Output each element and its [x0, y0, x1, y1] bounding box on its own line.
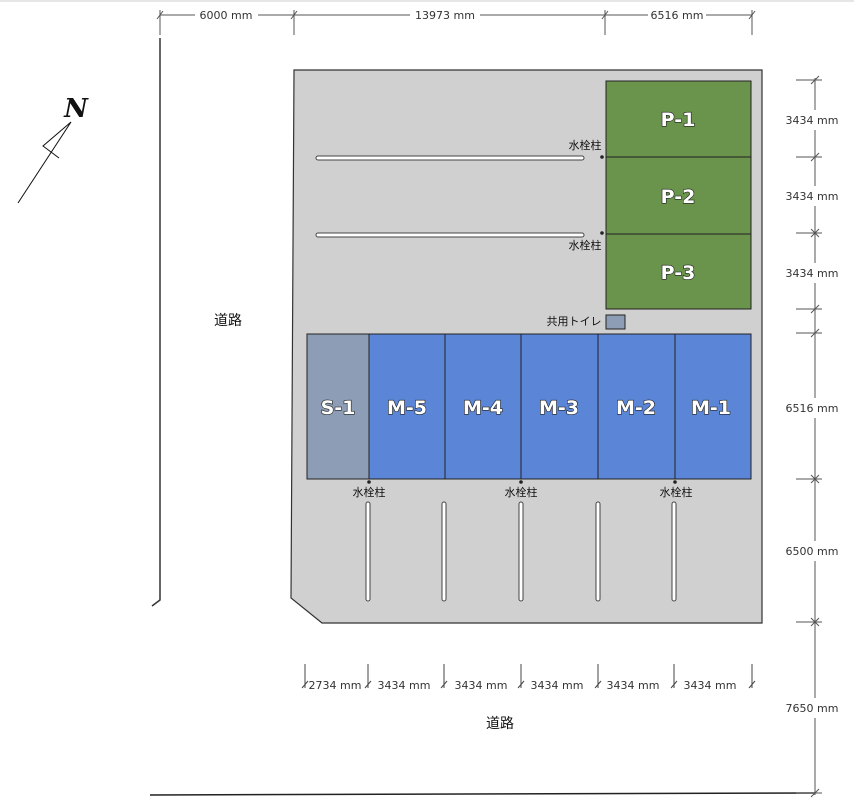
faucet-dot: [367, 480, 371, 484]
bottom-dim-4: 3434 mm: [531, 679, 584, 692]
faucet-label: 水栓柱: [505, 485, 538, 499]
unit-m1[interactable]: [674, 333, 752, 480]
road-boundary-left: [151, 38, 161, 607]
parking-p1[interactable]: [605, 80, 752, 158]
unit-m5[interactable]: [368, 333, 446, 480]
road-label-south: 道路: [486, 716, 514, 732]
right-dim-5: 6500 mm: [786, 545, 839, 558]
parking-p1-label: P-1: [661, 109, 696, 131]
parking-p3[interactable]: [605, 233, 752, 310]
pipes-vertical: [365, 501, 677, 602]
unit-m4-label: M-4: [463, 397, 503, 419]
unit-m3[interactable]: [520, 333, 599, 480]
faucet-label: 水栓柱: [569, 138, 602, 152]
faucet-label: 水栓柱: [353, 485, 386, 499]
unit-row: [306, 333, 752, 480]
right-dim-6: 7650 mm: [786, 702, 839, 715]
bottom-dim-5: 3434 mm: [607, 679, 660, 692]
pipe-horizontal: [315, 155, 585, 161]
unit-m5-label: M-5: [387, 397, 427, 419]
faucet-dot: [673, 480, 677, 484]
parking-p2[interactable]: [605, 156, 752, 235]
unit-m3-label: M-3: [539, 397, 579, 419]
parking-p3-label: P-3: [661, 262, 696, 284]
parking-p2-label: P-2: [661, 186, 696, 208]
right-dim-4: 6516 mm: [786, 402, 839, 415]
top-dim-1: 6000 mm: [200, 9, 253, 22]
bottom-dim-3: 3434 mm: [455, 679, 508, 692]
unit-m1-label: M-1: [691, 397, 731, 419]
bottom-dim-1: 2734 mm: [309, 679, 362, 692]
bottom-dim-6: 3434 mm: [684, 679, 737, 692]
right-dim-1: 3434 mm: [786, 114, 839, 127]
north-label: N: [63, 94, 89, 124]
faucet-dot: [600, 231, 604, 235]
right-dimension: [796, 75, 822, 798]
unit-m4[interactable]: [444, 333, 522, 480]
top-dim-2: 13973 mm: [415, 9, 475, 22]
bottom-dimension: [301, 664, 756, 689]
pipe-horizontal: [315, 232, 585, 238]
unit-m2-label: M-2: [616, 397, 656, 419]
top-dim-3: 6516 mm: [651, 9, 704, 22]
unit-s1-label: S-1: [321, 397, 356, 419]
bottom-dim-2: 3434 mm: [378, 679, 431, 692]
top-dimension: [156, 10, 756, 35]
toilet-label: 共用トイレ: [547, 315, 602, 328]
faucet-label: 水栓柱: [660, 485, 693, 499]
toilet-box[interactable]: [605, 314, 626, 330]
faucet-label: 水栓柱: [569, 238, 602, 252]
road-boundary-bottom: [149, 792, 816, 796]
north-arrow-icon: [17, 121, 72, 204]
faucet-dot: [519, 480, 523, 484]
right-dim-3: 3434 mm: [786, 267, 839, 280]
faucet-dot: [600, 155, 604, 159]
right-dim-2: 3434 mm: [786, 190, 839, 203]
parking-area: [605, 80, 752, 310]
unit-s1[interactable]: [306, 333, 370, 480]
road-label-west: 道路: [214, 313, 242, 329]
